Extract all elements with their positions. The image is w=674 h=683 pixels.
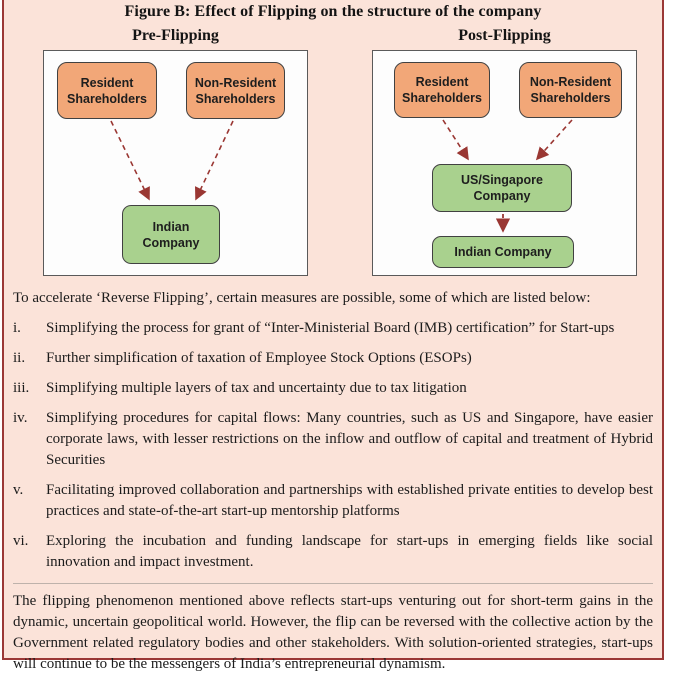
pre-nonresident-shareholders-box: Non-Resident Shareholders: [186, 62, 285, 119]
post-us-singapore-company-box: US/Singapore Company: [432, 164, 572, 212]
arrow-nonresident-to-indian: [195, 120, 234, 201]
pre-flipping-diagram: Resident Shareholders Non-Resident Share…: [43, 50, 308, 276]
post-nonresident-shareholders-box: Non-Resident Shareholders: [519, 62, 622, 118]
list-item-number: i.: [13, 320, 21, 336]
list-item: v. Facilitating improved collaboration a…: [13, 480, 653, 522]
list-item-text: Exploring the incubation and funding lan…: [46, 533, 653, 570]
pre-resident-shareholders-box: Resident Shareholders: [57, 62, 157, 119]
list-item: iii. Simplifying multiple layers of tax …: [13, 378, 653, 399]
pre-flipping-heading: Pre-Flipping: [132, 27, 219, 44]
pre-flipping-arrows: [110, 120, 234, 201]
post-flipping-arrows: [442, 119, 573, 233]
list-item-number: v.: [13, 482, 24, 498]
arrow-resident-to-indian: [110, 120, 150, 201]
figure-title: Figure B: Effect of Flipping on the stru…: [124, 3, 542, 20]
pre-indian-company-box: Indian Company: [122, 205, 220, 264]
list-item-text: Simplifying the process for grant of “In…: [46, 320, 615, 336]
post-flipping-diagram: Resident Shareholders Non-Resident Share…: [372, 50, 637, 276]
list-item: i. Simplifying the process for grant of …: [13, 318, 653, 339]
measures-text-block: To accelerate ‘Reverse Flipping’, certai…: [4, 278, 662, 675]
arrow-nonresident-to-holding: [535, 119, 573, 161]
diagram-headers: Pre-Flipping Post-Flipping: [4, 27, 662, 45]
list-item: iv. Simplifying procedures for capital f…: [13, 408, 653, 471]
arrow-resident-to-holding: [442, 119, 469, 161]
list-item-number: iv.: [13, 410, 28, 426]
list-item-number: vi.: [13, 533, 29, 549]
post-indian-company-box: Indian Company: [432, 236, 574, 268]
post-flipping-heading: Post-Flipping: [458, 27, 551, 44]
list-item: vi. Exploring the incubation and funding…: [13, 531, 653, 573]
diagram-row: Resident Shareholders Non-Resident Share…: [4, 50, 662, 278]
measures-intro: To accelerate ‘Reverse Flipping’, certai…: [13, 290, 591, 306]
closing-paragraph: The flipping phenomenon mentioned above …: [13, 583, 653, 675]
list-item-text: Facilitating improved collaboration and …: [46, 482, 653, 519]
list-item-number: ii.: [13, 350, 26, 366]
list-item: ii. Further simplification of taxation o…: [13, 348, 653, 369]
list-item-text: Further simplification of taxation of Em…: [46, 350, 472, 366]
post-resident-shareholders-box: Resident Shareholders: [394, 62, 490, 118]
list-item-text: Simplifying procedures for capital flows…: [46, 410, 653, 468]
figure-b-sheet: Figure B: Effect of Flipping on the stru…: [2, 0, 664, 672]
list-item-number: iii.: [13, 380, 30, 396]
list-item-text: Simplifying multiple layers of tax and u…: [46, 380, 467, 396]
